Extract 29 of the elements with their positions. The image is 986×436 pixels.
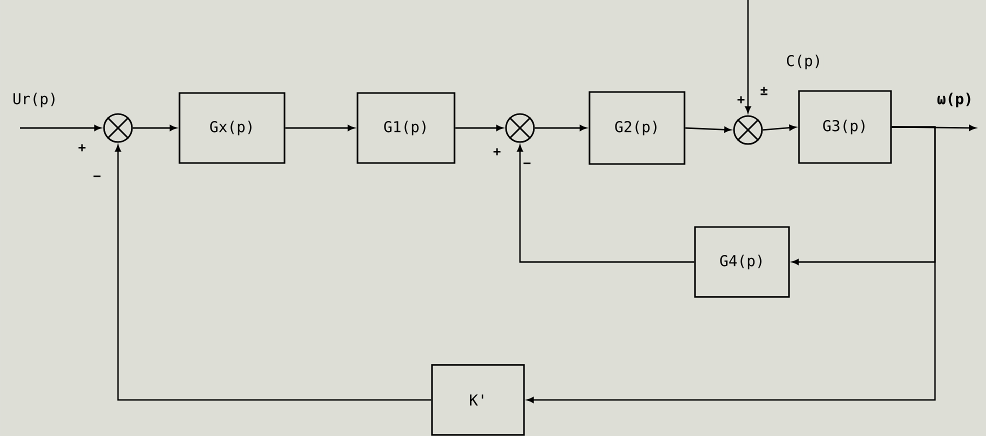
- signal-label: C(p): [784, 54, 824, 70]
- block-box: G1(p): [356, 92, 456, 164]
- arrow: [517, 144, 694, 263]
- arrow: [534, 125, 587, 131]
- signal-label: Ur(p): [11, 92, 59, 108]
- sign-label: −: [94, 176, 100, 178]
- summing-junction: [505, 113, 535, 143]
- arrow: [762, 124, 796, 131]
- block-box: G3(p): [798, 90, 892, 164]
- arrow: [745, 0, 751, 114]
- arrow: [115, 144, 432, 401]
- arrow: [20, 125, 102, 131]
- arrow: [455, 125, 504, 131]
- block-box: G2(p): [588, 91, 686, 165]
- sign-label: −: [524, 162, 530, 164]
- sign-label: ±: [760, 86, 768, 96]
- block-box: Gx(p): [178, 92, 286, 164]
- arrow: [526, 126, 936, 403]
- summing-junction: [103, 113, 133, 143]
- signal-label: ω(p): [936, 92, 974, 108]
- sign-label: +: [738, 96, 744, 104]
- block-box: G4(p): [694, 226, 790, 298]
- sign-label: +: [78, 144, 86, 152]
- summing-junction: [733, 115, 763, 145]
- block-box: K': [431, 364, 525, 436]
- arrow: [685, 126, 732, 133]
- arrow: [132, 125, 177, 131]
- sign-label: +: [494, 148, 500, 156]
- arrow: [285, 125, 355, 131]
